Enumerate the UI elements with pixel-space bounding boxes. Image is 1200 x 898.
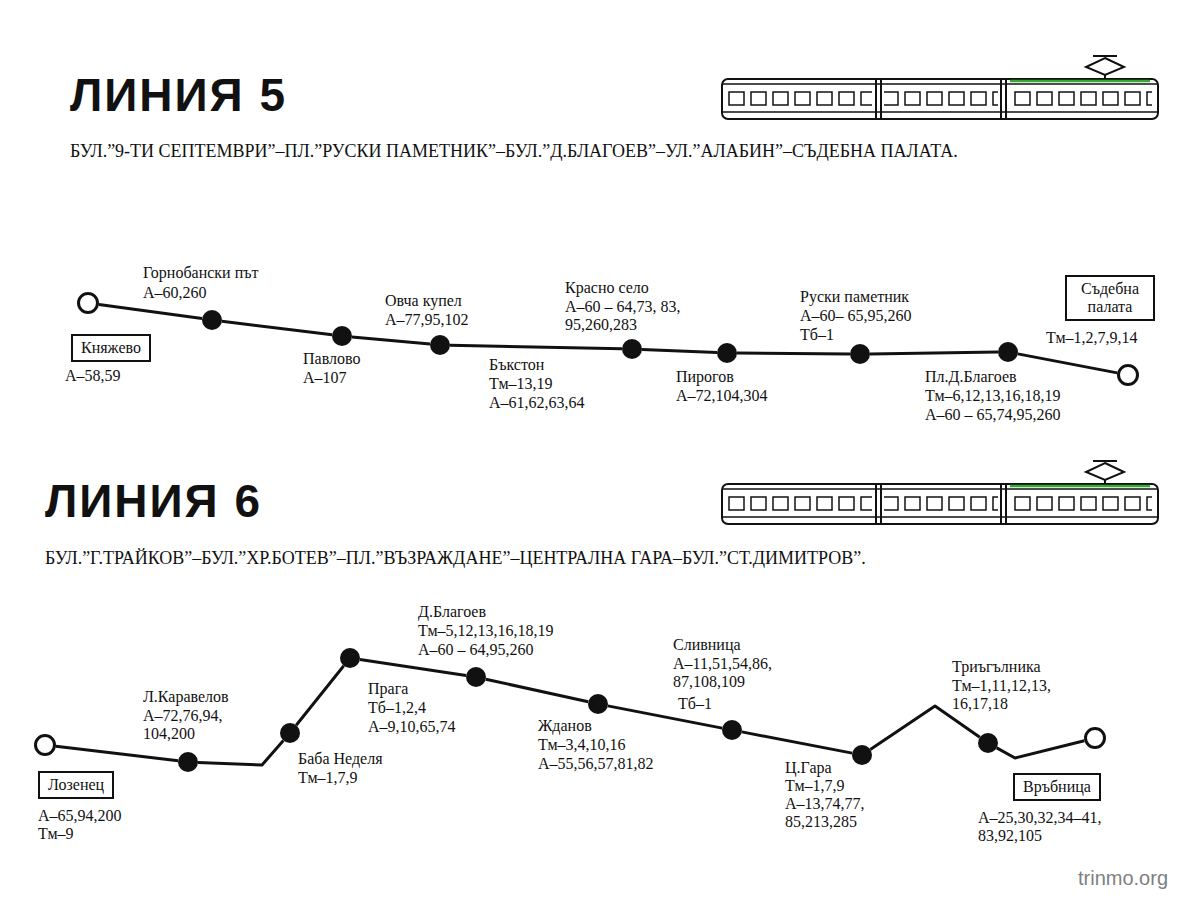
terminal-loop: Съдебна палатаТм–1,2,7,9,14 <box>1117 364 1139 386</box>
transfer-lines: А–60 – 64,95,260 <box>418 641 534 659</box>
transfer-lines: Тб–1 <box>800 326 834 344</box>
station-name: Красно село <box>565 279 649 297</box>
station-dot: СливницаА–11,51,54,86, 87,108,109Тб–1 <box>722 720 742 740</box>
tram-route <box>870 352 998 354</box>
tram-route <box>198 741 283 766</box>
station-name: Баба Неделя <box>298 750 383 768</box>
transfer-lines: А–13,74,77, 85,213,285 <box>785 795 885 831</box>
transfer-lines: А–72,76,94, 104,200 <box>143 707 243 743</box>
tram-route <box>870 706 980 749</box>
transfer-lines: Тм–1,11,12,13, 16,17,18 <box>952 677 1072 713</box>
transfer-lines: Тм–1,7,9 <box>785 777 845 795</box>
station-dot: Баба НеделяТм–1,7,9 <box>280 723 300 743</box>
terminal-loop: ЛозенецА–65,94,200Тм–9 <box>34 734 56 756</box>
tram-route <box>352 337 430 344</box>
transfer-lines: А–72,104,304 <box>676 387 768 405</box>
station-name: Жданов <box>538 717 592 735</box>
station-dot: Д.БлагоевТм–5,12,13,16,18,19А–60 – 64,95… <box>466 667 486 687</box>
tram-route <box>360 660 466 676</box>
station-dot: ЖдановТм–3,4,10,16А–55,56,57,81,82 <box>588 694 608 714</box>
transfer-lines: Тб–1 <box>678 695 712 713</box>
line-heading: ЛИНИЯ 5 <box>70 70 287 120</box>
transfer-lines: А–77,95,102 <box>385 311 469 329</box>
station-name: Овча купел <box>385 292 462 310</box>
terminal-box: Съдебна палата <box>1065 275 1155 321</box>
tram-route <box>99 305 202 319</box>
transfer-lines: А–55,56,57,81,82 <box>538 755 654 773</box>
terminal-box: Лозенец <box>38 771 114 799</box>
station-name: Л.Каравелов <box>143 688 229 706</box>
station-name: Прага <box>368 680 408 698</box>
tram-route <box>56 746 178 761</box>
transfer-lines: Тм–5,12,13,16,18,19 <box>418 622 554 640</box>
tram-route <box>450 345 622 349</box>
transfer-lines: А–65,94,200 <box>38 807 122 825</box>
terminal-name: Съдебна палата <box>1075 280 1145 316</box>
transfer-lines: А–60 – 64,73, 83, 95,260,283 <box>565 298 705 334</box>
tram-route <box>742 732 852 753</box>
terminal-box: Връбница <box>1013 773 1101 801</box>
tram-route <box>642 349 717 352</box>
tram-route <box>222 321 332 335</box>
transfer-lines: Тм–9 <box>38 825 74 843</box>
transfer-lines: Бъкстон <box>489 356 544 374</box>
transfer-lines: Тм–6,12,13,16,18,19 <box>925 387 1061 405</box>
station-name: Пирогов <box>676 368 734 386</box>
transfer-lines: Тм–1,2,7,9,14 <box>1046 329 1138 347</box>
tram-route <box>997 741 1085 758</box>
tram-route <box>1018 354 1117 373</box>
station-dot: ПрагаТб–1,2,4А–9,10,65,74 <box>340 648 360 668</box>
station-name: Павлово <box>303 350 360 368</box>
tram-route <box>296 666 344 725</box>
transfer-lines: Тм–3,4,10,16 <box>538 736 626 754</box>
transfer-lines: А–60,260 <box>143 284 207 302</box>
route-description: БУЛ.”Г.ТРАЙКОВ”–БУЛ.”ХР.БОТЕВ”–ПЛ.”ВЪЗРА… <box>45 547 866 569</box>
station-dot: Ц.ГараТм–1,7,9А–13,74,77, 85,213,285 <box>852 745 872 765</box>
terminal-loop: ВръбницаА–25,30,32,34–41, 83,92,105 <box>1084 727 1106 749</box>
terminal-name: Княжево <box>81 339 141 357</box>
station-dot: Пл.Д.БлагоевТм–6,12,13,16,18,19А–60 – 65… <box>998 342 1018 362</box>
station-dot: Руски паметникА–60– 65,95,260Тб–1 <box>850 344 870 364</box>
station-dot: Л.КаравеловА–72,76,94, 104,200 <box>178 752 198 772</box>
line-heading: ЛИНИЯ 6 <box>45 476 262 526</box>
terminal-name: Лозенец <box>48 776 104 794</box>
transfer-lines: А–25,30,32,34–41, 83,92,105 <box>978 809 1118 845</box>
transfer-lines: Тм–1,7,9 <box>298 769 358 787</box>
transfer-lines: А–11,51,54,86, 87,108,109 <box>673 655 798 691</box>
transfer-lines: А–58,59 <box>65 367 121 385</box>
terminal-loop: КняжевоА–58,59 <box>77 292 99 314</box>
transfer-lines: А–107 <box>303 369 347 387</box>
watermark: trinmo.org <box>1078 866 1168 890</box>
terminal-name: Връбница <box>1023 778 1091 796</box>
tram-route <box>486 679 588 702</box>
terminal-box: Княжево <box>71 334 151 362</box>
tram-drawing <box>722 461 1158 524</box>
station-dot: ПироговА–72,104,304 <box>717 343 737 363</box>
station-dot: ТриъгълникаТм–1,11,12,13, 16,17,18 <box>978 733 998 753</box>
transfer-lines: Тм–13,19 <box>489 375 553 393</box>
station-name: Горнобански път <box>143 264 258 282</box>
transfer-lines: Тб–1,2,4 <box>368 699 426 717</box>
transfer-lines: А–9,10,65,74 <box>368 718 456 736</box>
tram-drawing <box>722 56 1158 119</box>
station-name: Триъгълника <box>952 658 1041 676</box>
station-dot: Красно селоА–60 – 64,73, 83, 95,260,283Б… <box>622 339 642 359</box>
transfer-lines: А–60– 65,95,260 <box>800 307 912 325</box>
station-name: Д.Благоев <box>418 603 486 621</box>
station-dot: ПавловоА–107 <box>332 326 352 346</box>
station-dot: Горнобански пътА–60,260 <box>202 310 222 330</box>
transfer-lines: А–61,62,63,64 <box>489 394 585 412</box>
route-description: БУЛ.”9-ТИ СЕПТЕМВРИ”–ПЛ.”РУСКИ ПАМЕТНИК”… <box>70 140 958 162</box>
station-name: Руски паметник <box>800 288 909 306</box>
transfer-lines: А–60 – 65,74,95,260 <box>925 406 1061 424</box>
tram-route <box>737 352 850 356</box>
station-name: Пл.Д.Благоев <box>925 368 1017 386</box>
station-name: Сливница <box>673 636 741 654</box>
station-dot: Овча купелА–77,95,102 <box>430 335 450 355</box>
station-name: Ц.Гара <box>785 759 832 777</box>
